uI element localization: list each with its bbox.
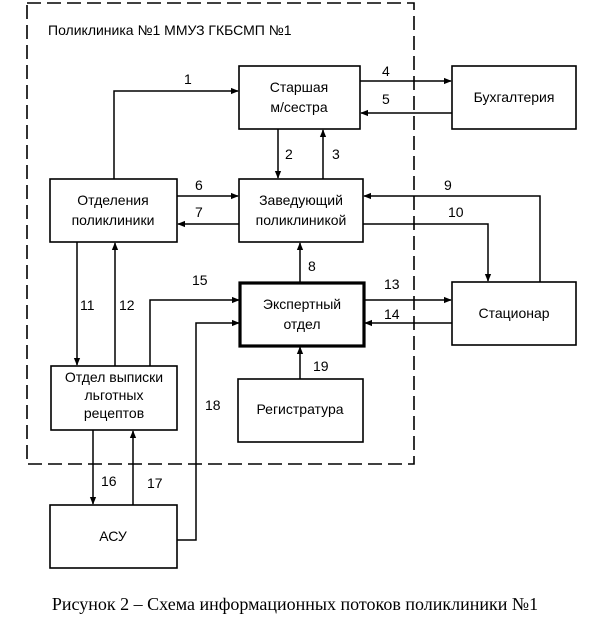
box-senior-nurse: Старшая м/сестра [238, 65, 361, 130]
box-expert-line-2: отдел [283, 316, 320, 332]
box-prescriptions-line-3: рецептов [84, 405, 144, 421]
flow-10-label: 10 [448, 204, 464, 220]
flow-1-label: 1 [184, 71, 192, 87]
box-prescriptions-line-1: Отдел выписки [65, 369, 163, 385]
box-asu-label: АСУ [99, 528, 127, 544]
box-prescriptions-line-2: льготных [85, 387, 144, 403]
flow-12-label: 12 [119, 297, 135, 313]
box-departments-line-1: Отделения [77, 192, 148, 208]
box-senior-nurse-line-2: м/сестра [270, 99, 327, 115]
box-expert: Экспертный отдел [238, 281, 366, 348]
flow-3-label: 3 [332, 146, 340, 162]
box-registry: Регистратура [237, 378, 364, 443]
box-departments-line-2: поликлиники [72, 212, 155, 228]
box-head: Заведующий поликлиникой [238, 178, 364, 243]
flow-7-label: 7 [195, 204, 203, 220]
flow-16-label: 16 [101, 473, 117, 489]
box-departments: Отделения поликлиники [49, 178, 178, 243]
flow-15-label: 15 [192, 272, 208, 288]
flow-18-label: 18 [205, 397, 221, 413]
box-expert-line-1: Экспертный [263, 296, 341, 312]
flow-15-arrow [149, 296, 240, 366]
flow-18-arrow [177, 319, 240, 541]
flow-14-label: 14 [384, 306, 400, 322]
flow-2-label: 2 [285, 146, 293, 162]
flow-1-arrow [113, 87, 239, 179]
flow-6-label: 6 [195, 177, 203, 193]
box-head-line-1: Заведующий [259, 192, 343, 208]
box-asu: АСУ [49, 504, 178, 569]
box-registry-label: Регистратура [256, 401, 343, 417]
flow-10-arrow [363, 223, 492, 282]
box-senior-nurse-line-1: Старшая [270, 79, 329, 95]
box-prescriptions: Отдел выписки льготных рецептов [50, 365, 178, 431]
flow-13-label: 13 [384, 276, 400, 292]
clinic-title: Поликлиника №1 ММУЗ ГКБСМП №1 [48, 22, 292, 38]
flow-19-label: 19 [313, 358, 329, 374]
flow-5-label: 5 [382, 91, 390, 107]
flow-9-arrow [363, 192, 541, 282]
flow-11-label: 11 [80, 297, 95, 313]
flow-4-label: 4 [382, 63, 390, 79]
box-hospital-label: Стационар [478, 305, 549, 321]
box-accounting: Бухгалтерия [451, 65, 577, 130]
flow-17-label: 17 [147, 475, 163, 491]
box-accounting-label: Бухгалтерия [474, 89, 555, 105]
flow-9-label: 9 [444, 177, 452, 193]
box-hospital: Стационар [451, 281, 577, 346]
box-head-line-2: поликлиникой [256, 212, 347, 228]
clinic-boundary [26, 2, 415, 465]
flow-8-label: 8 [308, 258, 316, 274]
figure-caption: Рисунок 2 – Схема информационных потоков… [51, 594, 539, 614]
